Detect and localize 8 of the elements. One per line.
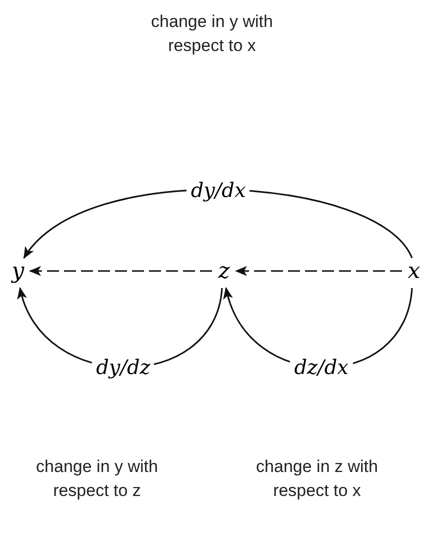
variable-label: y — [8, 260, 28, 284]
annotation-text: change in y with respect to x — [150, 11, 274, 57]
annotation-text: change in z with respect to x — [255, 456, 379, 502]
variable-label: x — [404, 260, 424, 284]
annotation-text: change in y with respect to z — [35, 456, 159, 502]
dashed-arrow — [235, 266, 402, 276]
variable-label: z — [214, 260, 234, 284]
dashed-arrow — [29, 266, 212, 276]
